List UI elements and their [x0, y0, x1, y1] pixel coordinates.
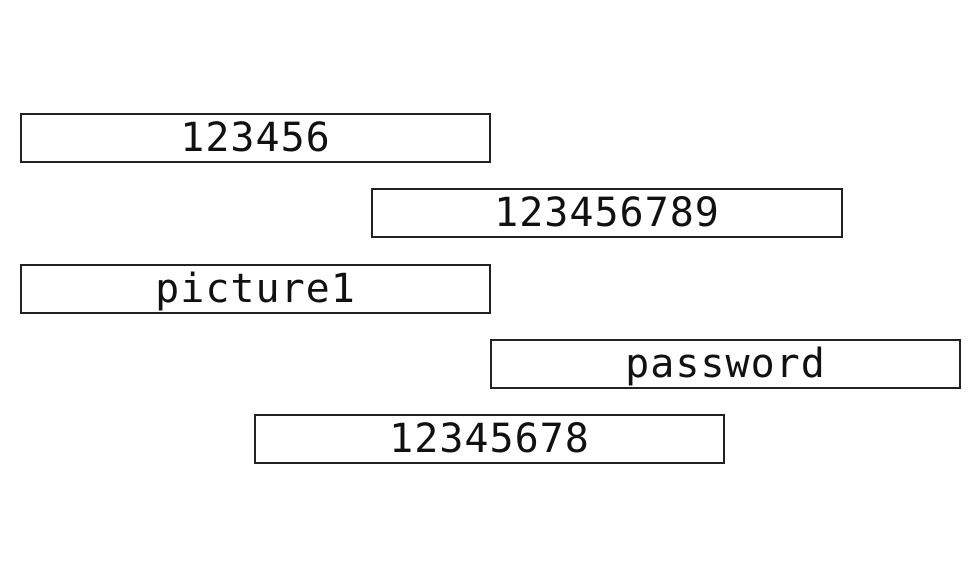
password-label: 12345678: [389, 416, 590, 462]
password-box: 123456: [20, 113, 491, 163]
password-box: 12345678: [254, 414, 725, 464]
password-label: password: [625, 341, 826, 387]
password-label: picture1: [155, 266, 356, 312]
password-box: picture1: [20, 264, 491, 314]
password-box: password: [490, 339, 961, 389]
password-label: 123456: [180, 115, 331, 161]
password-label: 123456789: [494, 190, 720, 236]
password-box: 123456789: [371, 188, 843, 238]
